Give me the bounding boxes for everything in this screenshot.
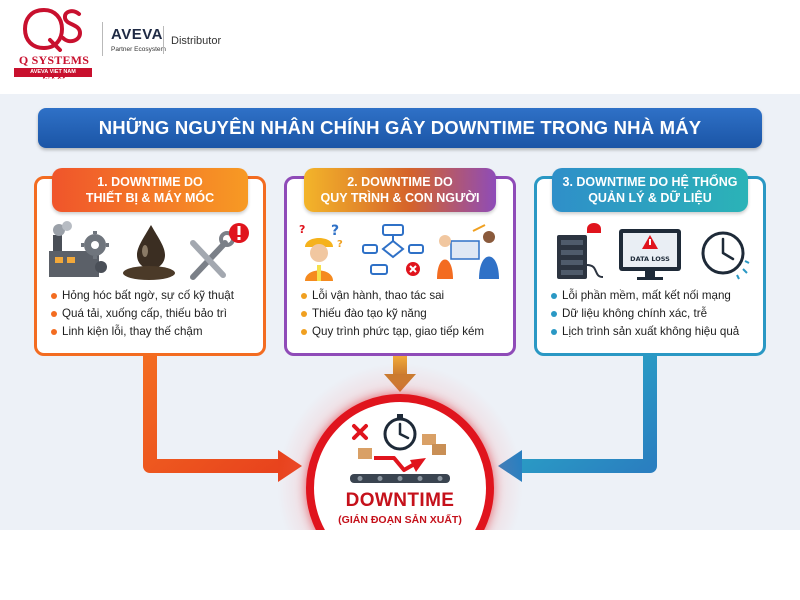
- cause-heading-process-people: 2. DOWNTIME DO QUY TRÌNH & CON NGƯỜI: [304, 168, 496, 212]
- svg-text:?: ?: [337, 239, 343, 250]
- q-systems-logo[interactable]: Q SYSTEMS LTD AVEVA VIET NAM DISTRIBUTOR: [10, 6, 94, 84]
- arguing-team-icon: [437, 224, 499, 279]
- bullet-item: Hỏng hóc bất ngờ, sự cố kỹ thuật: [51, 287, 263, 305]
- clock-icon: [701, 231, 750, 280]
- heading-line: THIẾT BỊ & MÁY MÓC: [85, 191, 215, 205]
- page-header: Q SYSTEMS LTD AVEVA VIET NAM DISTRIBUTOR…: [0, 0, 800, 88]
- downtime-title: DOWNTIME: [345, 490, 455, 511]
- heading-line: QUY TRÌNH & CON NGƯỜI: [320, 191, 480, 205]
- server-alarm-icon: [557, 223, 604, 279]
- cause-bullets: Lỗi vận hành, thao tác sai Thiếu đào tạo…: [301, 287, 513, 341]
- oil-leak-icon: [123, 225, 175, 280]
- bullet-item: Thiếu đào tạo kỹ năng: [301, 305, 513, 323]
- systems-icons: DATA LOSS: [557, 223, 750, 280]
- bullet-item: Linh kiện lỗi, thay thế chậm: [51, 323, 263, 341]
- svg-text:?: ?: [299, 223, 305, 236]
- production-stop-icon: [350, 414, 450, 483]
- equipment-icons: [49, 221, 249, 280]
- downtime-subtitle: (GIÁN ĐOẠN SẢN XUẤT): [338, 514, 462, 526]
- heading-line: 3. DOWNTIME DO HỆ THỐNG: [562, 175, 738, 189]
- bullet-item: Lịch trình sản xuất không hiệu quả: [551, 323, 763, 341]
- downtime-result: DOWNTIME (GIÁN ĐOẠN SẢN XUẤT): [306, 394, 494, 530]
- bullet-item: Dữ liệu không chính xác, trễ: [551, 305, 763, 323]
- bullet-item: Lỗi vận hành, thao tác sai: [301, 287, 513, 305]
- bullet-item: Lỗi phần mềm, mất kết nối mạng: [551, 287, 763, 305]
- process-icons: ? ? ?: [299, 223, 499, 281]
- header-divider: [102, 22, 103, 56]
- heading-line: QUẢN LÝ & DỮ LIỆU: [588, 191, 712, 205]
- aveva-brand[interactable]: AVEVA: [111, 26, 163, 43]
- flowchart-error-icon: [362, 224, 424, 276]
- confused-worker-icon: ? ? ?: [299, 223, 343, 281]
- cause-heading-equipment: 1. DOWNTIME DO THIẾT BỊ & MÁY MÓC: [52, 168, 248, 212]
- data-loss-label: DATA LOSS: [630, 255, 670, 263]
- heading-line: 2. DOWNTIME DO: [347, 175, 453, 189]
- cause-heading-systems-data: 3. DOWNTIME DO HỆ THỐNG QUẢN LÝ & DỮ LIỆ…: [552, 168, 748, 212]
- cause-bullets: Hỏng hóc bất ngờ, sự cố kỹ thuật Quá tải…: [51, 287, 263, 341]
- infographic-title: NHỮNG NGUYÊN NHÂN CHÍNH GÂY DOWNTIME TRO…: [38, 108, 762, 148]
- company-tagline: AVEVA VIET NAM DISTRIBUTOR: [14, 68, 92, 84]
- heading-line: 1. DOWNTIME DO: [97, 175, 203, 189]
- factory-gear-icon: [49, 221, 109, 277]
- downtime-infographic: NHỮNG NGUYÊN NHÂN CHÍNH GÂY DOWNTIME TRO…: [0, 94, 800, 530]
- partner-role: Distributor: [171, 35, 222, 47]
- svg-text:?: ?: [331, 223, 339, 239]
- tools-warning-icon: [190, 223, 249, 280]
- data-loss-monitor-icon: DATA LOSS: [619, 229, 681, 280]
- qs-logo-mark-icon: [22, 7, 83, 52]
- cause-bullets: Lỗi phần mềm, mất kết nối mạng Dữ liệu k…: [551, 287, 763, 341]
- header-divider-2: [163, 26, 164, 54]
- bullet-item: Quá tải, xuống cấp, thiếu bảo trì: [51, 305, 263, 323]
- bullet-item: Quy trình phức tạp, giao tiếp kém: [301, 323, 513, 341]
- partner-program: Partner Ecosystem: [111, 46, 166, 53]
